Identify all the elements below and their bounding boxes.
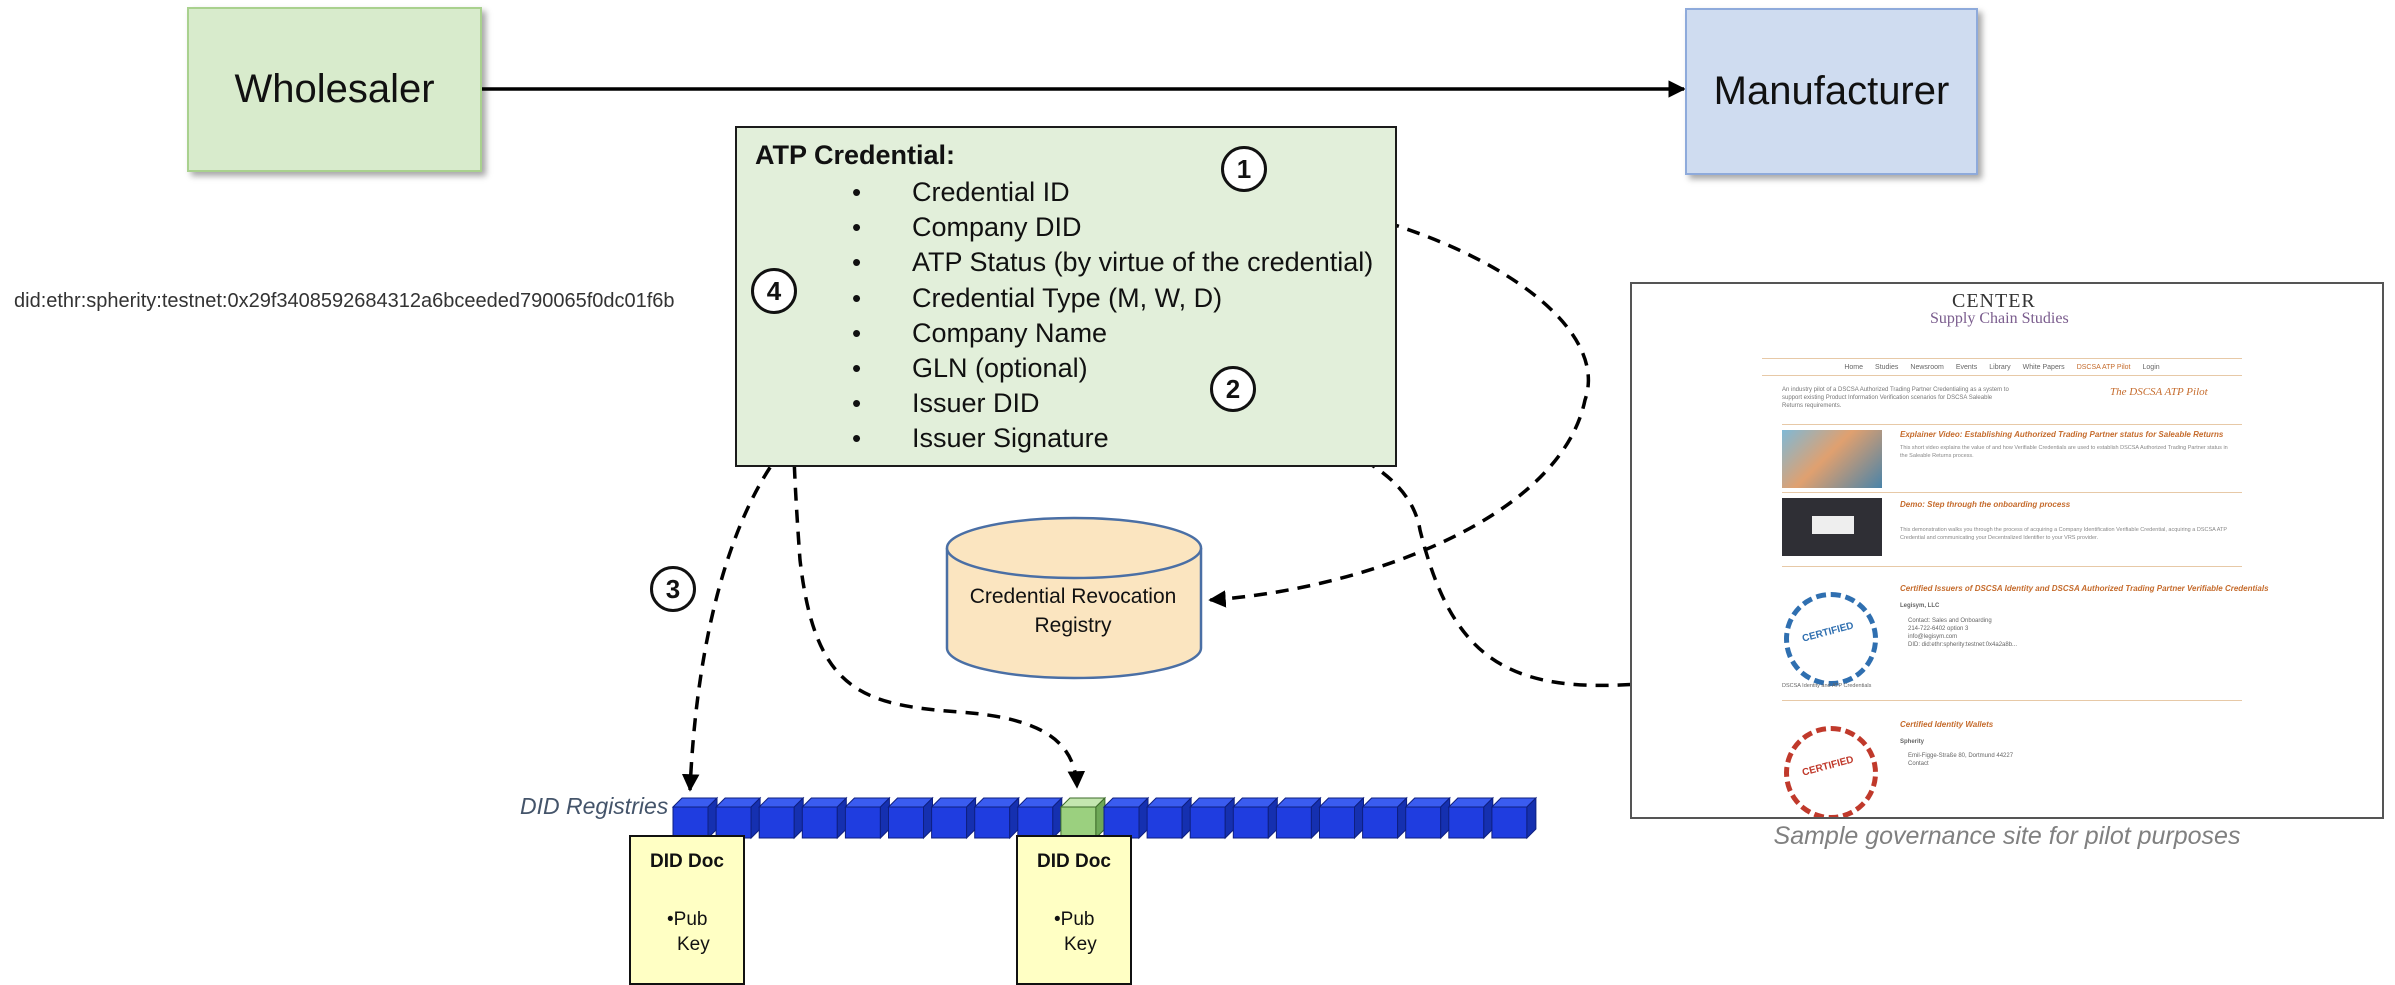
did-doc-company: DID Doc •Pub Key: [1016, 835, 1132, 985]
site-demo-thumbnail[interactable]: [1782, 498, 1882, 556]
credential-field: •Credential ID: [852, 177, 1070, 207]
step-3-marker: 3: [650, 566, 696, 612]
manufacturer-node: Manufacturer: [1685, 8, 1978, 175]
did-example-text: did:ethr:spherity:testnet:0x29f340859268…: [14, 290, 675, 312]
site-issuer-detail: DID: did:ethr:spherity:testnet:0x4a2a8b.…: [1908, 642, 2018, 648]
did-doc-pub-key: •Pub Key: [667, 909, 710, 955]
site-nav-item[interactable]: Library: [1989, 363, 2011, 371]
credential-field: •Company Name: [852, 317, 1108, 348]
did-registry-block: [844, 796, 891, 840]
governance-site-caption: Sample governance site for pilot purpose…: [1773, 822, 2241, 850]
atp-credential-box: ATP Credential: •Credential ID •Company …: [735, 126, 1397, 467]
site-pilot-heading: The DSCSA ATP Pilot: [2110, 386, 2208, 398]
site-seal-caption: DSCSA Identity and ATP Credentials: [1782, 683, 1872, 689]
did-doc-title: DID Doc: [650, 851, 724, 872]
revocation-registry-cylinder: [945, 516, 1203, 680]
site-demo-heading[interactable]: Demo: Step through the onboarding proces…: [1900, 500, 2071, 509]
did-registry-block: [757, 796, 805, 840]
certified-seal-blue-icon: CERTIFIED: [1784, 592, 1878, 686]
governance-site-screenshot: CENTER Supply Chain Studies Home Studies…: [1630, 282, 2384, 819]
credential-field: •Issuer Signature: [852, 423, 1109, 454]
site-video-heading[interactable]: Explainer Video: Establishing Authorized…: [1900, 430, 2224, 439]
site-intro: An industry pilot of a DSCSA Authorized …: [1782, 387, 2009, 409]
step-1-marker: 1: [1221, 146, 1267, 192]
site-issuer-detail[interactable]: info@legisym.com: [1908, 634, 1958, 640]
site-issuer-detail: 214-722-6402 option 3: [1908, 626, 1969, 632]
site-demo-text: This demonstration walks you through the…: [1900, 527, 2227, 541]
site-issuer-detail: Contact: Sales and Onboarding: [1908, 618, 1992, 624]
did-doc-issuer: DID Doc •Pub Key: [629, 835, 745, 985]
site-wallet-detail: Emil-Figge-Straße 80, Dortmund 44227: [1908, 753, 2014, 759]
wholesaler-node: Wholesaler: [187, 7, 482, 172]
did-registry-block: [1102, 796, 1150, 840]
atp-credential-title: ATP Credential:: [755, 140, 956, 170]
site-divider: [1782, 700, 2242, 701]
site-nav-item[interactable]: Login: [2142, 363, 2160, 371]
did-registry-blockchain: [671, 796, 1538, 840]
did-registry-block: [801, 796, 848, 840]
did-registry-block: [1318, 796, 1365, 840]
did-registry-block: [930, 796, 977, 840]
revocation-registry-label: Credential Revocation Registry: [942, 582, 1204, 640]
site-issuers-heading: Certified Issuers of DSCSA Identity and …: [1900, 584, 2269, 593]
did-doc-title: DID Doc: [1037, 851, 1111, 872]
site-nav-item[interactable]: White Papers: [2022, 363, 2065, 371]
did-registry-block: [1490, 796, 1538, 840]
did-registry-block: [1232, 796, 1279, 840]
site-video-text: This short video explains the value of a…: [1900, 445, 2228, 459]
site-logo-subtitle: Supply Chain Studies: [1930, 310, 2069, 327]
did-registries-label: DID Registries: [520, 793, 669, 819]
did-registry-block: [1447, 796, 1495, 840]
site-nav-item[interactable]: Newsroom: [1910, 363, 1944, 371]
did-registry-block: [714, 796, 762, 840]
did-registry-block: [671, 796, 719, 840]
did-registry-block: [1404, 796, 1451, 840]
wholesaler-label: Wholesaler: [234, 67, 435, 111]
site-nav: Home Studies Newsroom Events Library Whi…: [1762, 358, 2242, 376]
site-divider: [1782, 566, 2242, 567]
manufacturer-label: Manufacturer: [1713, 69, 1950, 113]
revocation-registry-label-line1: Credential Revocation: [969, 585, 1177, 608]
site-nav-item[interactable]: Studies: [1875, 363, 1899, 371]
site-video-thumbnail[interactable]: [1782, 430, 1882, 488]
credential-field: •GLN (optional): [852, 352, 1088, 383]
did-registry-block-highlight: [1059, 796, 1107, 840]
did-registry-block: [1188, 796, 1236, 840]
did-registry-block: [1275, 796, 1322, 840]
credential-field: •Issuer DID: [852, 388, 1040, 419]
did-registry-block: [1361, 796, 1408, 840]
demo-screen-shape: [1812, 516, 1854, 534]
step-4-marker: 4: [751, 268, 797, 314]
site-divider: [1782, 492, 2242, 493]
site-nav-item[interactable]: DSCSA ATP Pilot: [2076, 363, 2131, 371]
issuer-did-to-did-registry-arrow: [681, 397, 854, 792]
site-nav-item[interactable]: Events: [1955, 363, 1978, 371]
site-issuer-name: Legisym, LLC: [1900, 603, 1940, 609]
site-wallet-detail[interactable]: Contact: [1908, 761, 1929, 767]
did-doc-pub-key: •Pub Key: [1054, 909, 1097, 955]
certified-seal-red-icon: CERTIFIED: [1784, 726, 1878, 817]
did-registry-block: [1016, 796, 1064, 840]
did-registry-block: [887, 796, 934, 840]
step-2-marker: 2: [1210, 366, 1256, 412]
credential-field: •Credential Type (M, W, D): [852, 282, 1223, 313]
site-wallets-heading: Certified Identity Wallets: [1900, 720, 1994, 729]
revocation-registry-label-line2: Registry: [1034, 614, 1112, 637]
credential-field: •ATP Status (by virtue of the credential…: [852, 247, 1374, 278]
did-registry-block: [973, 796, 1020, 840]
atp-credential-fields: •Credential ID •Company DID •ATP Status …: [737, 175, 1373, 457]
credential-field: •Company DID: [852, 212, 1082, 243]
site-wallet-name: Spherity: [1900, 739, 1925, 745]
site-nav-item[interactable]: Home: [1844, 363, 1864, 371]
did-registry-block: [1145, 796, 1193, 840]
site-logo-center: CENTER: [1952, 290, 2036, 312]
site-divider: [1782, 424, 2242, 425]
